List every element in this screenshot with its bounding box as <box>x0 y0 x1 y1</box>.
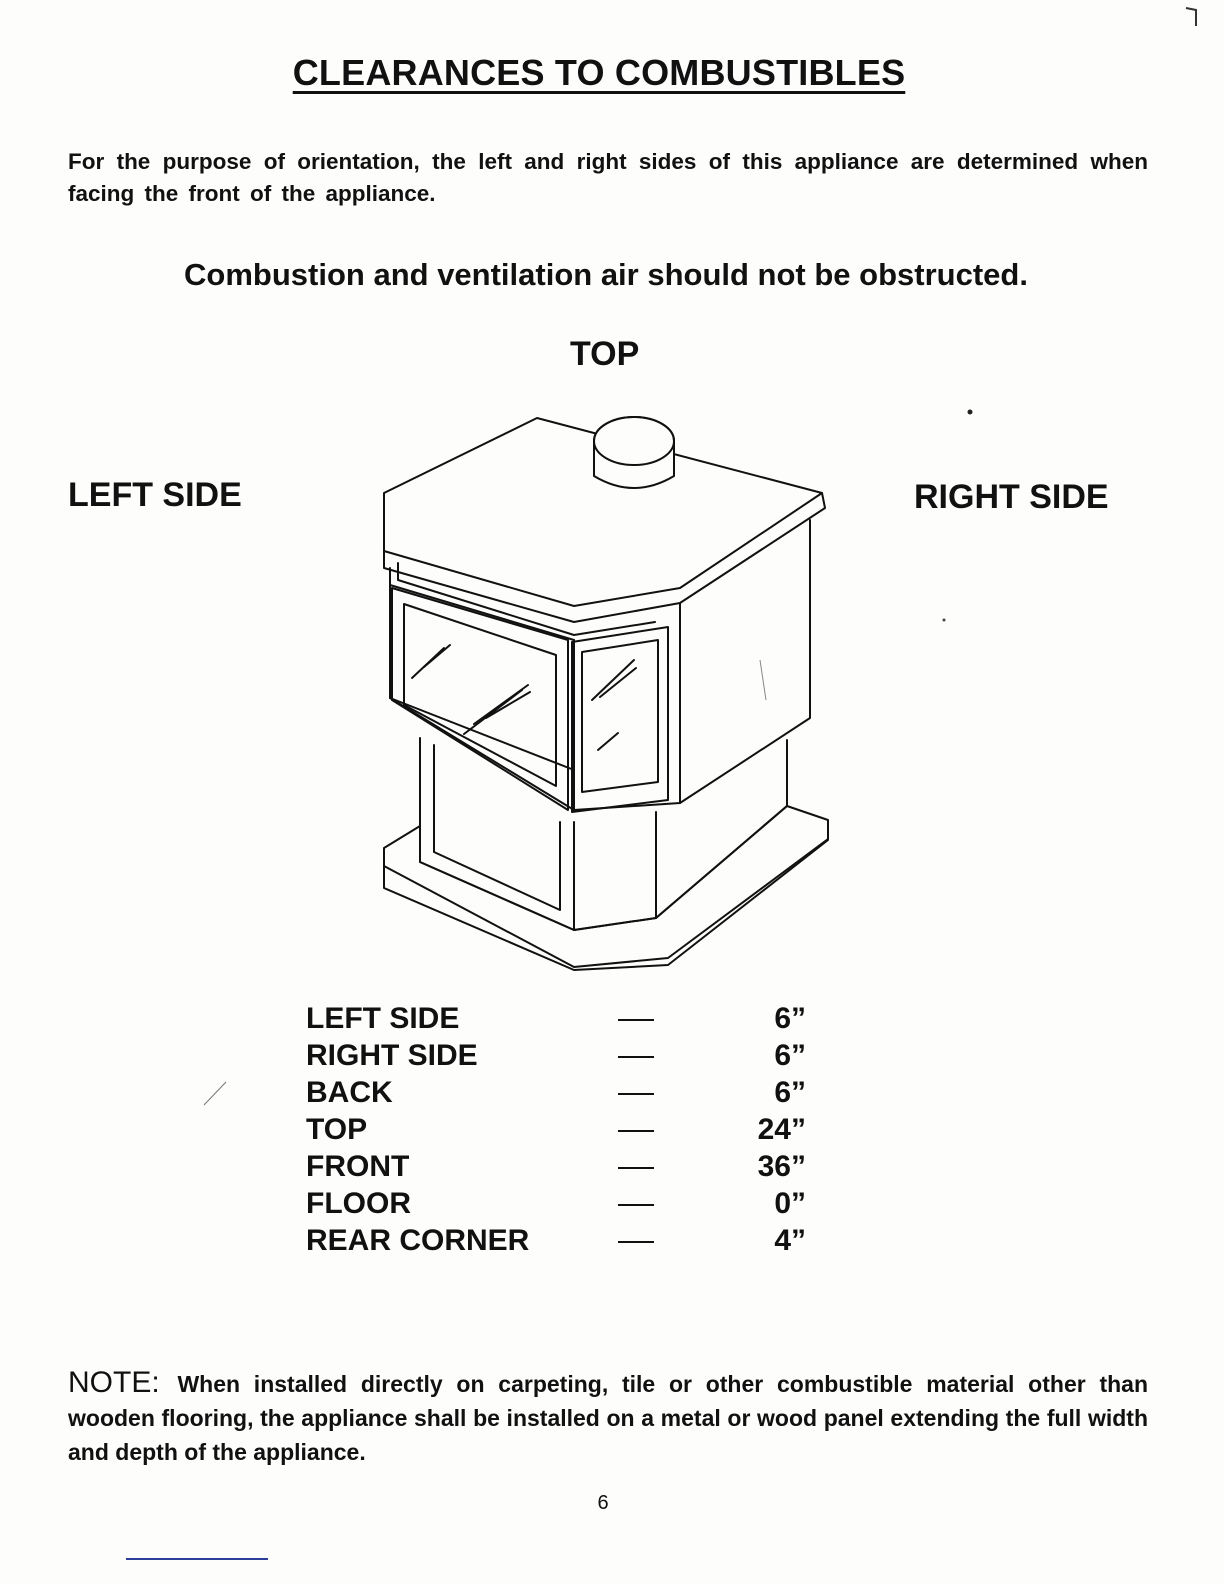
clearance-location: REAR CORNER <box>306 1224 530 1257</box>
clearance-value: 6” <box>774 1039 806 1072</box>
dash-separator <box>618 1019 654 1022</box>
dash-separator <box>618 1167 654 1170</box>
stove-diagram <box>383 416 829 971</box>
dash-separator <box>618 1056 654 1059</box>
dash-separator <box>618 1241 654 1244</box>
table-row: TOP 24” <box>306 1111 806 1148</box>
table-row: FRONT 36” <box>306 1148 806 1185</box>
table-row: RIGHT SIDE 6” <box>306 1037 806 1074</box>
side-glass-panel <box>571 626 669 813</box>
stove-side-face <box>679 519 811 804</box>
clearance-location: FRONT <box>306 1150 410 1183</box>
left-side-label: LEFT SIDE <box>68 476 242 514</box>
page-number: 6 <box>597 1492 609 1514</box>
dash-separator <box>618 1093 654 1096</box>
page-title: CLEARANCES TO COMBUSTIBLES <box>292 52 906 93</box>
clearance-location: FLOOR <box>306 1187 411 1220</box>
dash-separator <box>618 1204 654 1207</box>
front-glass-door <box>391 587 569 811</box>
clearance-value: 24” <box>757 1113 806 1146</box>
clearance-value: 0” <box>774 1187 806 1220</box>
note-label: NOTE: <box>68 1366 160 1399</box>
table-row: REAR CORNER 4” <box>306 1222 806 1259</box>
note-text: When installed directly on carpeting, ti… <box>68 1371 1148 1465</box>
stove-top-edge <box>383 492 826 623</box>
flue-collar <box>593 416 675 489</box>
clearance-value: 6” <box>774 1002 806 1035</box>
table-row: LEFT SIDE 6” <box>306 1000 806 1037</box>
clearance-value: 6” <box>774 1076 806 1109</box>
table-row: FLOOR 0” <box>306 1185 806 1222</box>
top-label: TOP <box>570 335 640 373</box>
clearance-location: RIGHT SIDE <box>306 1039 478 1072</box>
clearance-table: LEFT SIDE 6” RIGHT SIDE 6” BACK 6” TOP 2… <box>306 1000 806 1259</box>
clearance-value: 36” <box>757 1150 806 1183</box>
clearance-location: BACK <box>306 1076 393 1109</box>
orientation-paragraph: For the purpose of orientation, the left… <box>68 149 1148 206</box>
clearance-location: LEFT SIDE <box>306 1002 460 1035</box>
dash-separator <box>618 1130 654 1133</box>
installation-note: NOTE: When installed directly on carpeti… <box>68 1366 1148 1469</box>
stove-floor-pan <box>383 805 829 968</box>
right-side-label: RIGHT SIDE <box>914 478 1109 516</box>
footer-rule <box>126 1558 268 1560</box>
air-warning: Combustion and ventilation air should no… <box>184 257 1028 292</box>
clearance-value: 4” <box>774 1224 806 1257</box>
table-row: BACK 6” <box>306 1074 806 1111</box>
clearance-location: TOP <box>306 1113 368 1146</box>
